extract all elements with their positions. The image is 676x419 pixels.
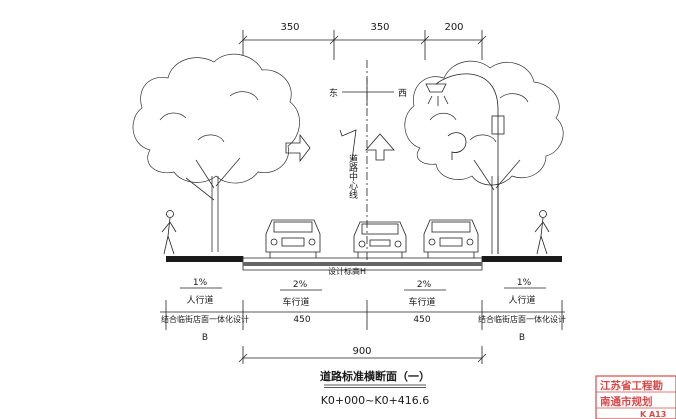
width-left-sidewalk: B bbox=[202, 333, 208, 343]
stamp-line-2: 南通市规划 bbox=[600, 395, 653, 408]
arrow-up-icon bbox=[365, 133, 395, 161]
parking-p-icon bbox=[447, 132, 467, 160]
traffic-direction-arrows bbox=[285, 129, 467, 163]
stamp-line-1: 江苏省工程勘 bbox=[600, 379, 663, 392]
car-left-icon bbox=[265, 219, 321, 258]
right-pedestrian-icon bbox=[534, 210, 550, 255]
road-centerline: 道路中心线 bbox=[347, 60, 368, 268]
road-surface: 设计标高H bbox=[166, 256, 562, 276]
centerline-label: 道路中心线 bbox=[347, 153, 358, 199]
stamp-line-3: K A13 bbox=[640, 410, 666, 419]
width-left-carriageway: 450 bbox=[293, 315, 310, 325]
slope-right-sidewalk: 1% bbox=[517, 278, 532, 288]
car-center-icon bbox=[353, 221, 407, 258]
slope-left-carriageway: 2% bbox=[293, 280, 308, 290]
zone-left-carriageway: 车行道 bbox=[282, 296, 309, 308]
right-tree-icon bbox=[404, 60, 564, 254]
dim-right-side: 200 bbox=[444, 22, 463, 33]
drawing-title: 道路标准横断面（一） bbox=[320, 369, 430, 383]
street-lamp-icon bbox=[425, 73, 505, 254]
approval-stamp: 江苏省工程勘 南通市规划 K A13 bbox=[595, 375, 676, 419]
compass-east-label: 东 bbox=[329, 87, 338, 99]
total-width-value: 900 bbox=[352, 346, 371, 357]
combined-design-right: 结合临街店面一体化设计 bbox=[478, 314, 566, 324]
dim-right-carriageway: 350 bbox=[370, 22, 389, 33]
car-right-icon bbox=[423, 219, 479, 258]
slope-right-carriageway: 2% bbox=[417, 280, 432, 290]
compass: 东 西 bbox=[329, 78, 407, 106]
compass-west-label: 西 bbox=[398, 88, 407, 99]
arrow-right-icon bbox=[285, 133, 311, 163]
combined-design-left: 结合临街店面一体化设计 bbox=[161, 314, 249, 324]
station-range: K0+000~K0+416.6 bbox=[321, 394, 430, 407]
zone-right-sidewalk: 人行道 bbox=[508, 294, 535, 306]
zone-left-sidewalk: 人行道 bbox=[186, 294, 213, 306]
drawing-title-block: 道路标准横断面（一） K0+000~K0+416.6 bbox=[320, 369, 430, 407]
design-elevation-label: 设计标高H bbox=[328, 266, 366, 276]
zone-right-carriageway: 车行道 bbox=[408, 296, 435, 308]
left-pedestrian-icon bbox=[161, 210, 177, 255]
slope-annotations: 1% 2% 2% 1% bbox=[180, 278, 546, 291]
dim-left-carriageway: 350 bbox=[280, 22, 299, 33]
left-tree-icon bbox=[132, 53, 300, 252]
top-dimension-line: 350 350 200 bbox=[238, 22, 487, 60]
total-width-dimension: 900 bbox=[238, 346, 487, 364]
slope-left-sidewalk: 1% bbox=[193, 278, 208, 288]
width-right-carriageway: 450 bbox=[413, 315, 430, 325]
zone-labels: 人行道 车行道 车行道 人行道 bbox=[186, 294, 535, 308]
width-right-sidewalk: B bbox=[519, 333, 525, 343]
section-dimension-row: 结合临街店面一体化设计 结合临街店面一体化设计 450 450 B B bbox=[160, 300, 566, 343]
